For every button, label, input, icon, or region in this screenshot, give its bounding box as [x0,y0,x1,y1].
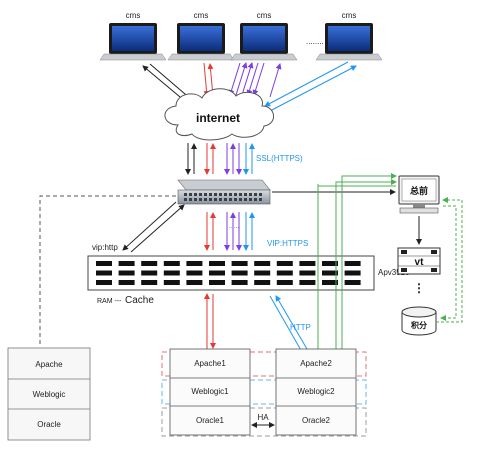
balancer-port [299,280,316,285]
hq-computer [398,175,440,214]
laptop-4-label: cms [342,11,357,20]
laptops-ellipsis: ........ [306,37,324,46]
balancer-port [322,280,338,285]
balancer-port [344,261,361,266]
vertical-dots: ⋮ [413,281,425,295]
apache1-label: Apache1 [194,359,226,368]
internet-label: internet [196,111,240,125]
balancer-port [254,280,271,285]
balancer-port [141,280,158,285]
oracle-tier-group [161,407,367,437]
balancer-port [299,261,316,266]
balancer-port [276,261,293,266]
balancer-port [231,280,248,285]
balancer-port [209,270,225,276]
points-database [401,306,437,336]
http-label: HTTP [290,323,311,332]
laptop-3-label: cms [257,11,272,20]
balancer-port [276,280,293,285]
laptop-1 [99,23,167,61]
left-oracle-label: Oracle [37,420,61,429]
laptop-3 [230,23,298,61]
balancer-port-grid [96,261,361,285]
vt-server [397,247,441,275]
points-label: 积分 [411,320,427,330]
balancer-port [141,270,158,276]
purple-ellipsis: ...... [229,224,239,230]
left-weblogic-label: Weblogic [33,390,66,399]
balancer-port [141,261,158,266]
vip-https-label: VIP:HTTPS [267,239,308,248]
balancer-port [344,280,361,285]
balancer-port [322,261,338,266]
balancer-port [231,261,248,266]
apache2-label: Apache2 [300,359,332,368]
balancer-port [276,270,293,276]
cluster-1 [169,348,251,436]
balancer-port [163,280,180,285]
balancer-model-label: Apv3520 [378,268,410,277]
switch-to-left-dashed [39,195,176,345]
balancer-port [186,261,203,266]
balancer-port [118,261,135,266]
vt-label: vt [415,257,425,268]
balancer-port [209,261,225,266]
balancer-port [96,261,112,266]
apache-tier-group [161,351,367,377]
oracle1-label: Oracle1 [196,416,225,425]
balancer-port [231,270,248,276]
balancer-port [186,280,203,285]
balancer-port [163,270,180,276]
balancer-port [96,270,112,276]
balancer-port [118,280,135,285]
balancer-port [163,261,180,266]
internet-switch-arrows [185,143,255,175]
weblogic-tier-group [161,379,367,405]
balancer-port [322,270,338,276]
hq-label: 总前 [410,185,428,196]
balancer-port [118,270,135,276]
balancer-port [209,280,225,285]
left-apache-label: Apache [35,360,63,369]
load-balancer [87,255,375,291]
laptop-2 [167,23,235,61]
switch-balancer-arrows [122,201,255,253]
laptop-4 [315,23,383,61]
balancer-port [254,270,271,276]
cluster-2 [275,348,357,436]
ram-label: RAM --- [97,298,122,305]
balancer-port [96,280,112,285]
balancer-port [254,261,271,266]
green-links [315,173,397,404]
vip-http-label: vip:http [92,243,118,252]
network-switch [177,179,271,205]
balancer-port [344,270,361,276]
ssl-https-label: SSL(HTTPS) [256,154,303,163]
left-server-stack [7,347,91,441]
internet-cloud [164,88,274,141]
laptop-1-label: cms [126,11,141,20]
laptop-2-label: cms [194,11,209,20]
balancer-port [299,270,316,276]
weblogic1-label: Weblogic1 [191,387,229,396]
cache-label: Cache [125,295,154,306]
oracle2-label: Oracle2 [302,416,331,425]
ha-label: HA [257,413,269,422]
laptop-internet-arrows [142,61,357,113]
balancer-port [186,270,203,276]
right-side-arrows [272,189,463,323]
weblogic2-label: Weblogic2 [297,387,335,396]
